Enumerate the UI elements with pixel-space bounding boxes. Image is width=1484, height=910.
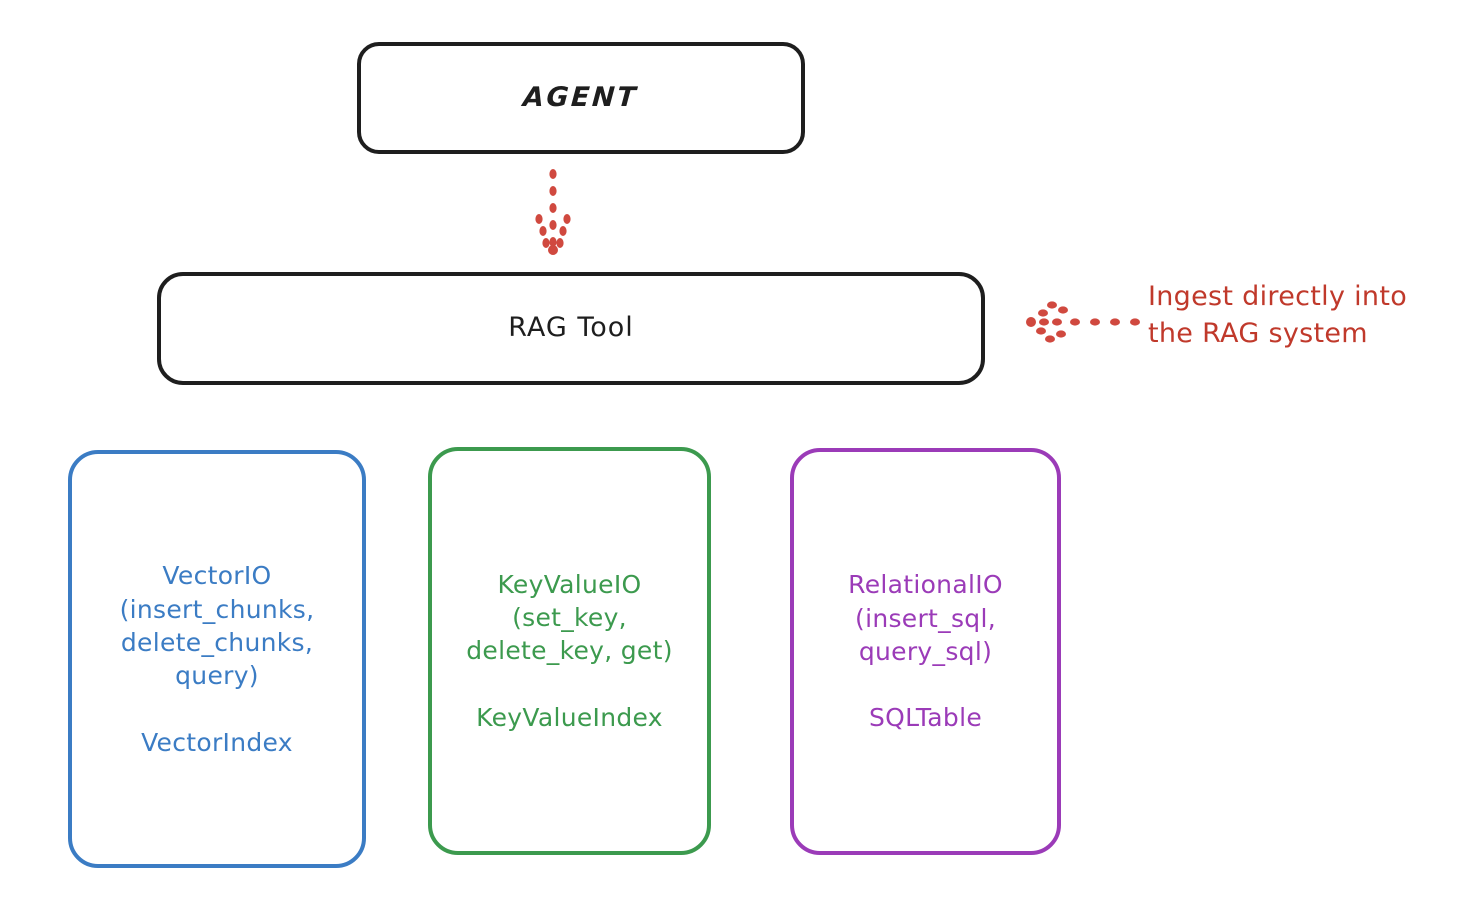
dotted-arrow-left-icon (1026, 301, 1140, 343)
dotted-arrow-down-icon (535, 169, 571, 255)
node-relational-io[interactable]: RelationalIO (insert_sql, query_sql) SQL… (790, 448, 1061, 855)
annotation-ingest-directly: Ingest directly into the RAG system (1148, 281, 1408, 350)
node-vector-io[interactable]: VectorIO (insert_chunks, delete_chunks, … (68, 450, 366, 868)
node-vector-io-label: VectorIO (insert_chunks, delete_chunks, … (119, 561, 315, 757)
node-key-value-io[interactable]: KeyValueIO (set_key, delete_key, get) Ke… (428, 447, 711, 855)
node-key-value-io-label: KeyValueIO (set_key, delete_key, get) Ke… (466, 569, 673, 732)
node-relational-io-label: RelationalIO (insert_sql, query_sql) SQL… (848, 570, 1003, 733)
node-agent-label: AGENT (522, 81, 640, 113)
node-rag-tool[interactable]: RAG Tool (157, 272, 985, 385)
node-agent[interactable]: AGENT (357, 42, 805, 154)
node-rag-tool-label: RAG Tool (508, 312, 634, 344)
